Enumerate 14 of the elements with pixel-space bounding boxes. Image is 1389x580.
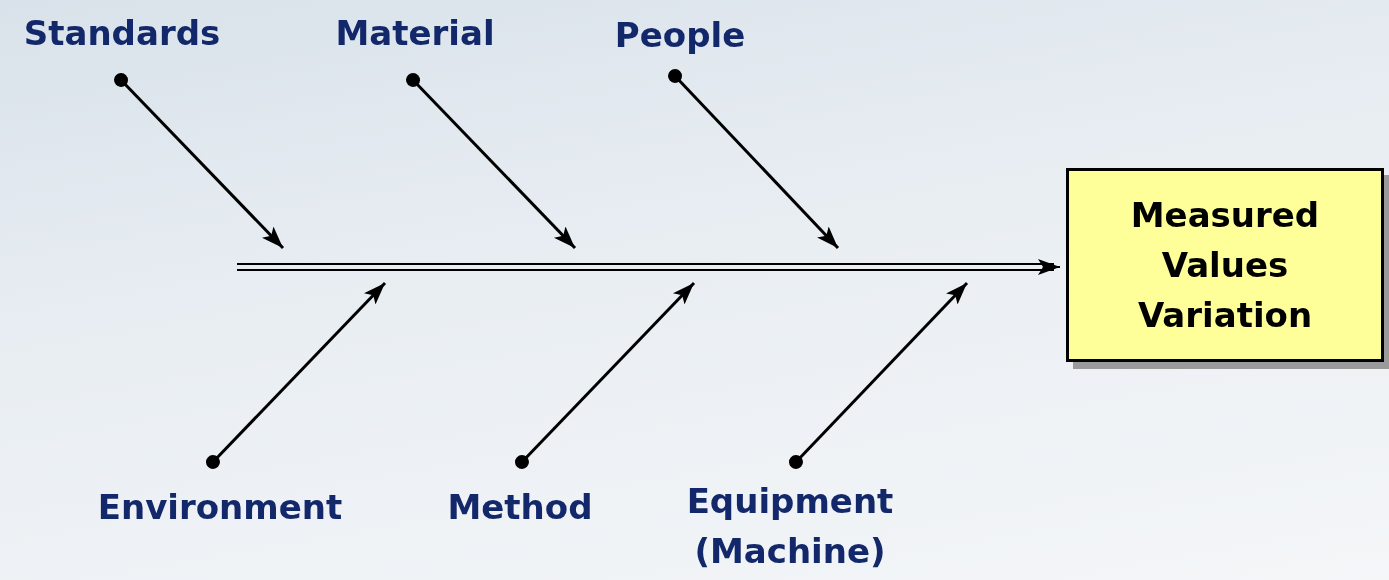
category-label: Material <box>335 12 495 55</box>
cause-arrow <box>114 73 285 250</box>
cause-arrow <box>406 73 577 250</box>
cause-arrow <box>668 69 840 250</box>
cause-arrow <box>515 281 696 469</box>
category-label: Standards <box>23 12 221 55</box>
spine-arrow <box>235 259 1062 275</box>
cause-arrow <box>789 281 969 469</box>
category-label: Environment <box>97 486 343 529</box>
category-label: People <box>614 14 746 57</box>
effect-text: Measured Values Variation <box>1129 194 1321 337</box>
category-label: Equipment (Machine) <box>685 480 895 573</box>
category-label: Method <box>447 486 593 529</box>
cause-arrow <box>206 281 387 469</box>
